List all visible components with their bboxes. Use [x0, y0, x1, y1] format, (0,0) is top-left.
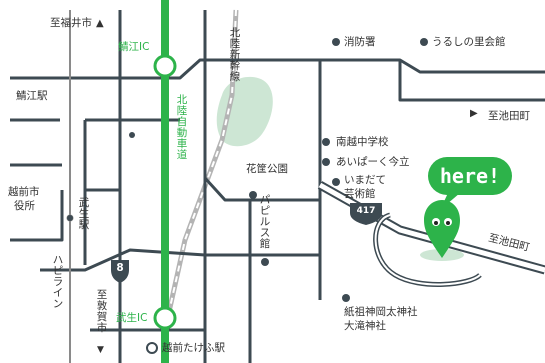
label-imadate-hall-2: 芸術館	[344, 188, 376, 200]
label-fire-station: 消防署	[344, 36, 376, 48]
label-sabae-ic: 鯖江IC	[118, 41, 150, 53]
here-label: here!	[439, 164, 501, 188]
roads	[10, 10, 545, 363]
label-aipark: あいぱーく今立	[336, 156, 410, 168]
label-hokuriku-shinkansen: 北陸新幹線	[229, 27, 241, 83]
label-echizen-city-office-2: 役所	[14, 200, 35, 212]
label-imadate-hall-1: いまだて	[344, 174, 386, 186]
label-echizen-city-office-1: 越前市	[8, 186, 40, 198]
label-kakyo-park: 花筐公園	[246, 163, 288, 175]
label-shrine-1: 紙祖神岡太神社	[344, 306, 418, 318]
loop-road	[373, 212, 482, 287]
label-minami-echizen-jhs: 南越中学校	[336, 136, 389, 148]
label-to-ikeda-top: 至池田町	[488, 110, 530, 122]
sabae-ic-marker	[153, 54, 177, 78]
label-echizen-takefu-station: 越前たけふ駅	[162, 342, 225, 354]
label-pavilion: パピルス館	[259, 194, 271, 250]
label-hapiline: ハピライン	[52, 254, 64, 310]
label-takefu-ic: 武生IC	[116, 312, 148, 324]
label-takefu-station: 武生駅	[78, 197, 90, 231]
route-417-shield	[350, 203, 382, 225]
arrow-right-icon: ▶	[470, 108, 478, 119]
label-route-8: 8	[116, 262, 124, 274]
arrow-down-icon: ▼	[97, 345, 104, 355]
label-urushi-sato: うるしの里会館	[432, 36, 506, 48]
echizen-takefu-station-marker	[146, 342, 158, 354]
label-hokuriku-expressway: 北陸自動車道	[176, 94, 188, 161]
arrow-up-icon: ▲	[96, 18, 104, 29]
location-pin	[420, 200, 464, 261]
label-sabae-station: 鯖江駅	[16, 90, 48, 102]
road-417	[317, 181, 545, 275]
takefu-ic-marker	[153, 306, 177, 330]
route-8-shield	[111, 260, 129, 283]
label-shrine-2: 大滝神社	[344, 320, 386, 332]
label-route-417: 417	[356, 206, 376, 216]
shinkansen-line	[162, 9, 239, 331]
poi-dots	[67, 38, 428, 302]
label-to-tsuruga: 至敦賀市	[96, 289, 108, 334]
label-to-fukui: 至福井市	[50, 17, 92, 29]
